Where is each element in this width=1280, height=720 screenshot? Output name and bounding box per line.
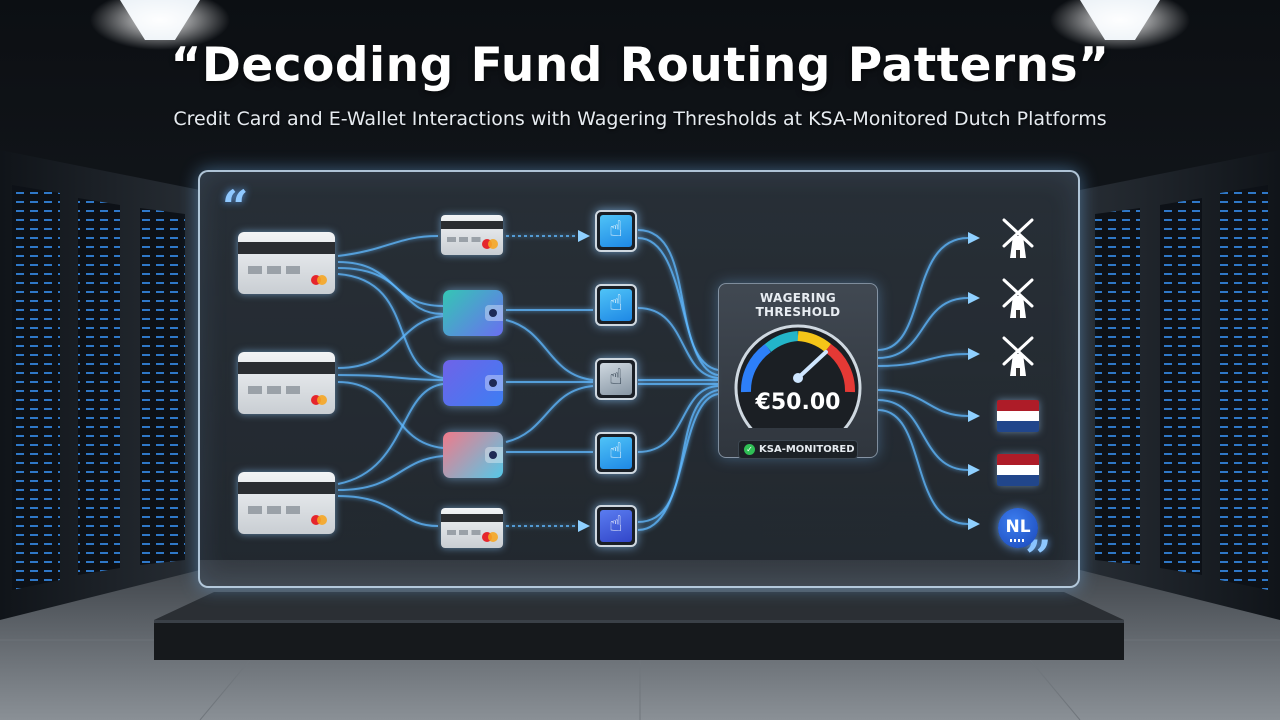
tap-phone-icon: ☝ — [595, 505, 637, 547]
open-quote-icon: “ — [222, 180, 249, 234]
threshold-gauge-icon — [734, 324, 862, 428]
credit-card-icon — [441, 508, 503, 548]
tap-phone-icon: ☝ — [595, 284, 637, 326]
netherlands-flag-icon — [997, 454, 1039, 486]
page-title: “Decoding Fund Routing Patterns” — [170, 38, 1110, 93]
credit-card-icon — [441, 215, 503, 255]
windmill-icon — [1002, 278, 1034, 318]
credit-card-icon — [238, 352, 335, 414]
wagering-threshold-label: WAGERING THRESHOLD — [755, 291, 841, 319]
nl-badge-label: NL — [1005, 517, 1031, 537]
check-icon: ✓ — [744, 444, 755, 455]
netherlands-flag-icon — [997, 400, 1039, 432]
page-subtitle: Credit Card and E-Wallet Interactions wi… — [173, 108, 1107, 130]
display-pedestal — [154, 592, 1124, 660]
tap-phone-icon: ☝ — [595, 432, 637, 474]
windmill-icon — [1002, 218, 1034, 258]
threshold-value: €50.00 — [755, 390, 841, 415]
nl-badge-icon: NL — [998, 508, 1038, 548]
wallet-icon — [443, 360, 503, 406]
wallet-icon — [443, 432, 503, 478]
wallet-icon — [443, 290, 503, 336]
windmill-icon — [1002, 336, 1034, 376]
tap-phone-icon: ☝ — [595, 358, 637, 400]
fund-flow-lines — [337, 229, 980, 532]
credit-card-icon — [238, 472, 335, 534]
ksa-monitored-badge: ✓ KSA-MONITORED — [738, 440, 858, 459]
tap-phone-icon: ☝ — [595, 210, 637, 252]
credit-card-icon — [238, 232, 335, 294]
ksa-monitored-label: KSA-MONITORED — [759, 444, 855, 455]
